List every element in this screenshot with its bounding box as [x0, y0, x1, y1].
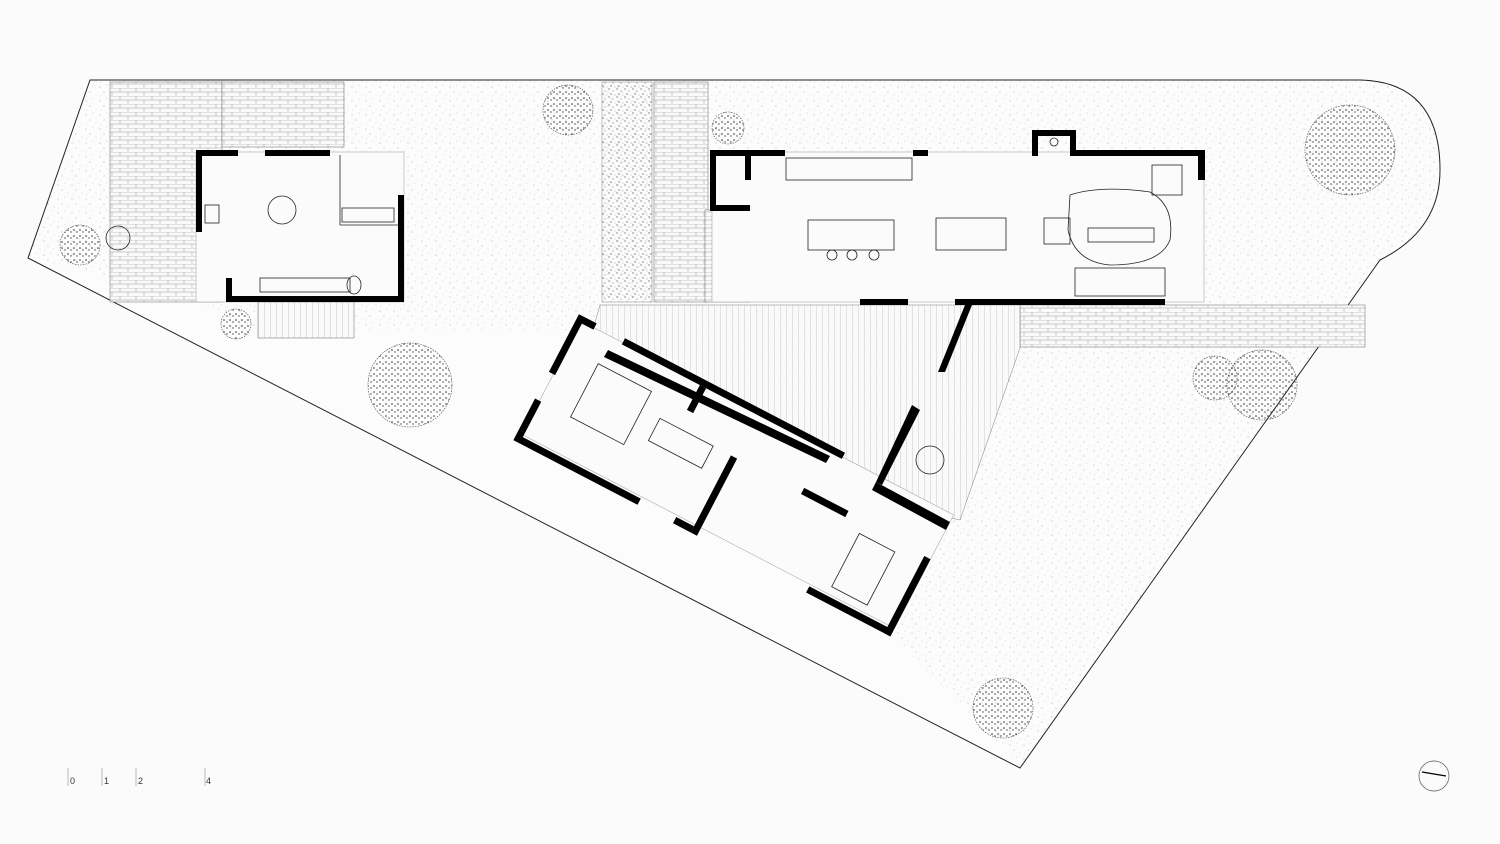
- scale-bar: [67, 768, 206, 786]
- table-icon: [267, 195, 297, 225]
- studio-building: [195, 150, 405, 303]
- bed-icon: [569, 363, 653, 446]
- armchair-icon: [1043, 217, 1071, 245]
- rug-icon: [1067, 188, 1172, 266]
- scale-label-4: 4: [206, 776, 212, 786]
- tree-icon: [59, 224, 101, 266]
- dining-table-icon: [935, 217, 1007, 251]
- toilet-icon: [346, 275, 362, 295]
- outdoor-table-icon: [105, 225, 131, 251]
- outdoor-table-icon: [915, 445, 945, 475]
- scale-label-0: 0: [70, 776, 76, 786]
- trees: [59, 84, 1396, 739]
- tree-icon: [220, 308, 252, 340]
- tree-icon: [972, 677, 1034, 739]
- outdoor-furniture: [105, 225, 945, 475]
- scale-label-2: 2: [138, 776, 144, 786]
- north-arrow-icon: [1418, 760, 1450, 792]
- bedroom-wing: [513, 314, 954, 637]
- tree-icon: [1192, 355, 1238, 401]
- tree-icon: [367, 342, 453, 428]
- scale-label-1: 1: [104, 776, 110, 786]
- desk-icon: [831, 532, 896, 606]
- gravel-path: [601, 81, 653, 303]
- tree-icon: [542, 84, 594, 136]
- sofa-icon: [1074, 267, 1166, 297]
- tree-icon: [1304, 104, 1396, 196]
- kitchen-counter-icon: [785, 157, 913, 181]
- bench-icon: [259, 277, 351, 293]
- tree-icon: [1226, 349, 1298, 421]
- kitchen-counter-icon: [341, 207, 395, 223]
- connector-walls: [604, 305, 972, 530]
- tree-icon: [711, 111, 745, 145]
- coffee-table-icon: [1087, 227, 1155, 243]
- living-building: [710, 130, 1205, 305]
- timber-deck: [257, 301, 1021, 521]
- armchair-icon: [1151, 164, 1183, 196]
